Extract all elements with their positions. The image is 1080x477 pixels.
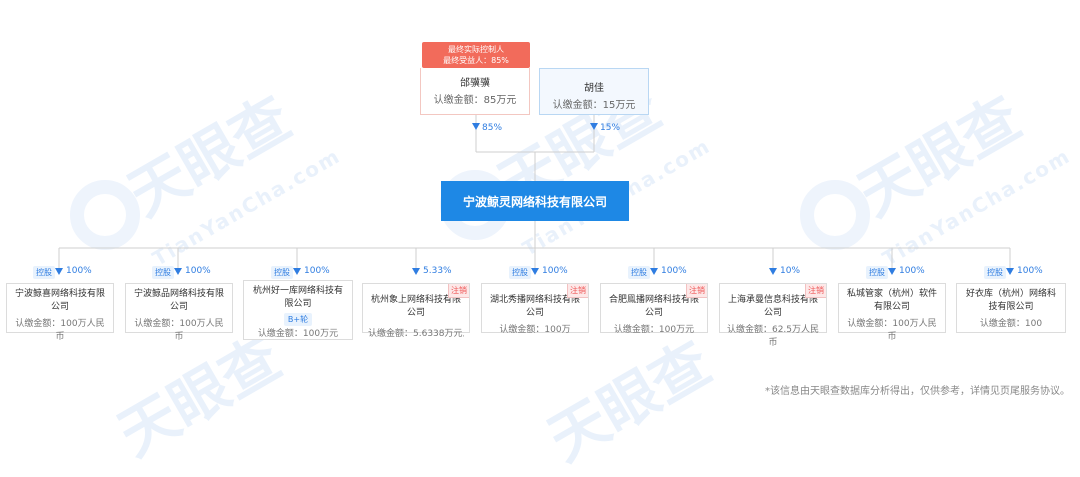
arrow-down-icon (174, 268, 182, 275)
holding-tag: 控股 (628, 266, 650, 279)
disclaimer-footnote: *该信息由天眼查数据库分析得出，仅供参考，详情见页尾服务协议。 (765, 386, 1070, 397)
holding-tag: 控股 (33, 266, 55, 279)
shareholder-card[interactable]: 邰骥骥 认缴金额：85万元 (420, 68, 530, 115)
sub-percent: 100% (661, 266, 687, 276)
share-percent: 85% (482, 123, 503, 133)
sub-percent: 100% (899, 266, 925, 276)
arrow-down-icon (888, 268, 896, 275)
subsidiary-card[interactable]: 杭州好一库网络科技有限公司 B+轮 认缴金额：100万元 (243, 280, 353, 340)
subsidiary-card[interactable]: 注销 杭州象上网络科技有限公司 认缴金额：5.6338万元人... (362, 283, 470, 339)
subsidiary-capital: 认缴金额：100万人民币 (15, 319, 105, 342)
sub-percent: 5.33% (423, 266, 452, 276)
subsidiary-capital: 认缴金额：62.5万人民币 (726, 325, 820, 348)
arrow-down-icon (590, 123, 598, 130)
subsidiary-card[interactable]: 私城管家（杭州）软件有限公司 认缴金额：100万人民币 (838, 283, 946, 342)
sub-percent: 100% (542, 266, 568, 276)
sub-percent: 100% (185, 266, 211, 276)
arrow-down-icon (412, 268, 420, 275)
cancelled-badge: 注销 (448, 284, 469, 298)
subsidiary-capital: 认缴金额：100万元 (613, 325, 695, 335)
cancelled-badge: 注销 (567, 284, 588, 298)
subsidiary-card[interactable]: 宁波鲸品网络科技有限公司 认缴金额：100万人民币 (125, 283, 233, 342)
subsidiary-card[interactable]: 宁波鲸喜网络科技有限公司 认缴金额：100万人民币 (6, 283, 114, 342)
holding-tag: 控股 (271, 266, 293, 279)
sub-percent: 100% (66, 266, 92, 276)
cancelled-badge: 注销 (686, 284, 707, 298)
target-company[interactable]: 宁波鲸灵网络科技有限公司 (441, 181, 629, 221)
equity-structure-diagram: 天眼查 TianYanCha.com 天眼查 TianYanCha.com 天眼… (6, 42, 1075, 474)
shareholder-capital: 认缴金额：15万元 (552, 100, 636, 111)
holding-tag: 控股 (152, 266, 174, 279)
subsidiary-card[interactable]: 注销 湖北秀播网络科技有限公司 认缴金额：100万 (481, 283, 589, 335)
cancelled-badge: 注销 (805, 284, 826, 298)
subsidiary-name: 杭州象上网络科技有限公司 (370, 295, 461, 318)
funding-round-badge: B+轮 (283, 313, 313, 326)
subsidiary-name: 上海承曼信息科技有限公司 (727, 295, 818, 318)
subsidiary-name: 私城管家（杭州）软件有限公司 (846, 289, 937, 312)
holding-tag: 控股 (984, 266, 1006, 279)
shareholder-name: 邰骥骥 (460, 78, 490, 89)
subsidiary-capital: 认缴金额：100 (979, 319, 1043, 329)
arrow-down-icon (293, 268, 301, 275)
subsidiary-card[interactable]: 注销 上海承曼信息科技有限公司 认缴金额：62.5万人民币 (719, 283, 827, 348)
arrow-down-icon (472, 123, 480, 130)
subsidiary-capital: 认缴金额：5.6338万元人... (368, 329, 464, 339)
subsidiary-capital: 认缴金额：100万 (499, 325, 571, 335)
arrow-down-icon (769, 268, 777, 275)
subsidiary-card[interactable]: 好衣库（杭州）网络科技有限公司 认缴金额：100 (956, 283, 1066, 333)
subsidiary-capital: 认缴金额：100万人民币 (134, 319, 224, 342)
shareholder-card[interactable]: 胡佳 认缴金额：15万元 (539, 68, 649, 115)
sub-percent: 10% (780, 266, 801, 276)
arrow-down-icon (55, 268, 63, 275)
actual-controller-badge: 最终实际控制人 最终受益人：85% (422, 42, 530, 68)
sub-percent: 100% (1017, 266, 1043, 276)
subsidiary-name: 宁波鲸品网络科技有限公司 (133, 289, 224, 312)
connector-lines (58, 115, 1011, 268)
subsidiary-capital: 认缴金额：100万元 (257, 329, 339, 339)
arrow-down-icon (650, 268, 658, 275)
sub-percent: 100% (304, 266, 330, 276)
shareholder-name: 胡佳 (584, 83, 604, 94)
subsidiary-name: 好衣库（杭州）网络科技有限公司 (965, 289, 1056, 312)
subsidiary-card[interactable]: 注销 合肥鳯播网络科技有限公司 认缴金额：100万元 (600, 283, 708, 335)
subsidiary-capital: 认缴金额：100万人民币 (847, 319, 937, 342)
holding-tag: 控股 (866, 266, 888, 279)
shareholder-capital: 认缴金额：85万元 (433, 95, 517, 106)
subsidiary-name: 宁波鲸喜网络科技有限公司 (14, 289, 105, 312)
share-percent: 15% (600, 123, 621, 133)
subsidiary-name: 杭州好一库网络科技有限公司 (252, 286, 343, 309)
arrow-down-icon (1006, 268, 1014, 275)
arrow-down-icon (531, 268, 539, 275)
subsidiary-name: 湖北秀播网络科技有限公司 (489, 295, 580, 318)
holding-tag: 控股 (509, 266, 531, 279)
subsidiary-name: 合肥鳯播网络科技有限公司 (608, 295, 699, 318)
